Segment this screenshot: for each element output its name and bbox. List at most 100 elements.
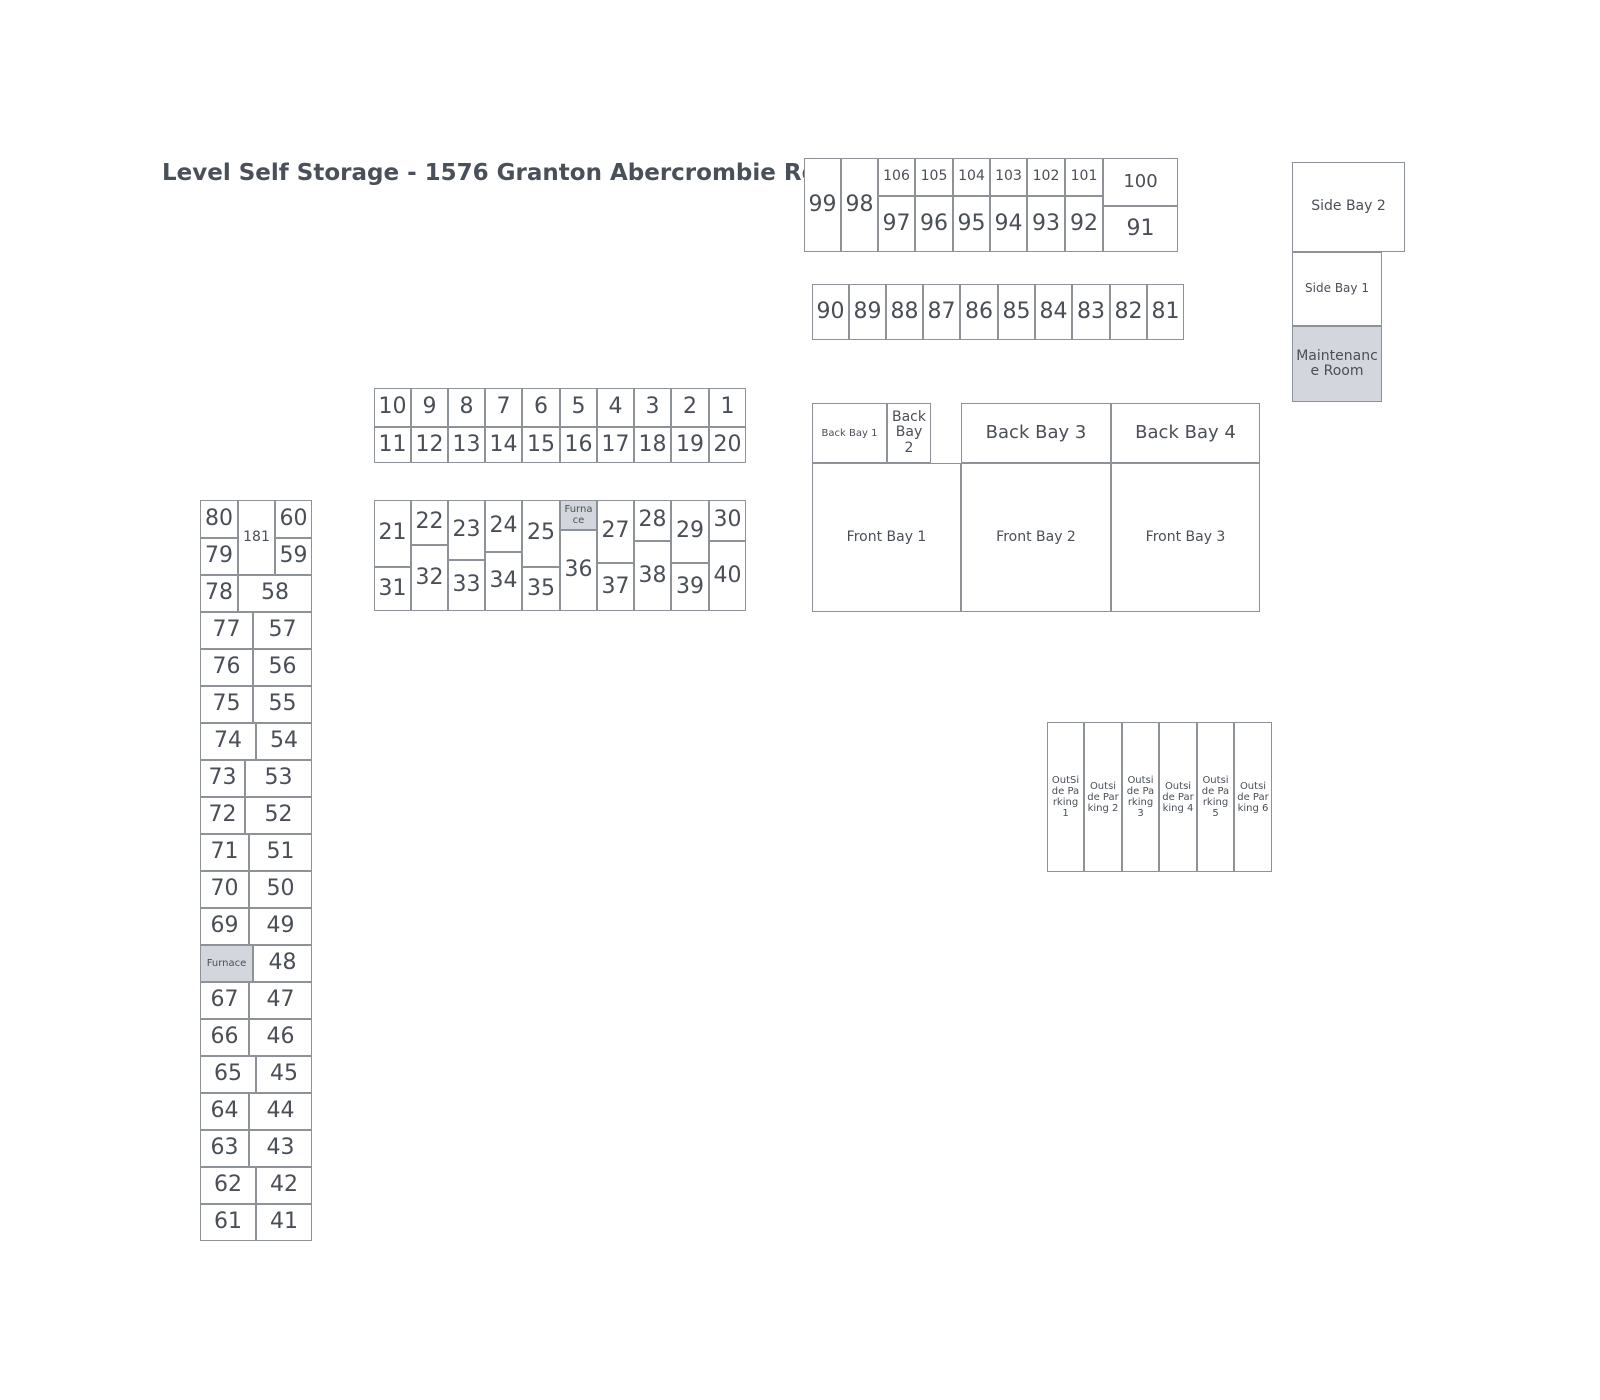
unit-side-bay-2[interactable]: Side Bay 2: [1292, 162, 1405, 252]
unit-outside-parking-5[interactable]: Outside Parking 5: [1197, 722, 1234, 872]
unit-u34[interactable]: 34: [485, 552, 522, 611]
unit-outside-parking-1[interactable]: OutSide Parking 1: [1047, 722, 1084, 872]
unit-u57[interactable]: 57: [253, 612, 312, 649]
unit-u65[interactable]: 65: [200, 1056, 256, 1093]
unit-u58[interactable]: 58: [238, 575, 312, 612]
unit-outside-parking-2[interactable]: Outside Parking 2: [1084, 722, 1122, 872]
unit-u46[interactable]: 46: [249, 1019, 312, 1056]
unit-u45[interactable]: 45: [256, 1056, 312, 1093]
unit-u37[interactable]: 37: [597, 563, 634, 611]
unit-u70[interactable]: 70: [200, 871, 249, 908]
unit-u69[interactable]: 69: [200, 908, 249, 945]
unit-maintenance-room[interactable]: Maintenance Room: [1292, 326, 1382, 402]
unit-u84[interactable]: 84: [1035, 284, 1072, 340]
unit-back-bay-4[interactable]: Back Bay 4: [1111, 403, 1260, 463]
unit-u93[interactable]: 93: [1027, 196, 1065, 252]
unit-u19[interactable]: 19: [671, 427, 709, 463]
unit-u72[interactable]: 72: [200, 797, 245, 834]
unit-u1[interactable]: 1: [709, 388, 746, 427]
unit-u14[interactable]: 14: [485, 427, 522, 463]
unit-u80[interactable]: 80: [200, 500, 238, 538]
unit-u32[interactable]: 32: [411, 545, 448, 611]
unit-u6[interactable]: 6: [522, 388, 560, 427]
unit-u60[interactable]: 60: [275, 500, 312, 538]
unit-u16[interactable]: 16: [560, 427, 597, 463]
unit-outside-parking-6[interactable]: Outside Parking 6: [1234, 722, 1272, 872]
unit-u48[interactable]: 48: [253, 945, 312, 982]
unit-u21[interactable]: 21: [374, 500, 411, 567]
unit-u92[interactable]: 92: [1065, 196, 1103, 252]
unit-u29[interactable]: 29: [671, 500, 709, 563]
unit-u2[interactable]: 2: [671, 388, 709, 427]
unit-furnace-a[interactable]: Furnace: [560, 500, 597, 530]
unit-u9[interactable]: 9: [411, 388, 448, 427]
unit-u54[interactable]: 54: [256, 723, 312, 760]
unit-front-bay-2[interactable]: Front Bay 2: [961, 463, 1111, 612]
unit-u20[interactable]: 20: [709, 427, 746, 463]
unit-u73[interactable]: 73: [200, 760, 245, 797]
unit-u81[interactable]: 81: [1147, 284, 1184, 340]
unit-u74[interactable]: 74: [200, 723, 256, 760]
unit-u89[interactable]: 89: [849, 284, 886, 340]
unit-u99[interactable]: 99: [804, 158, 841, 252]
unit-u27[interactable]: 27: [597, 500, 634, 563]
unit-u181[interactable]: 181: [238, 500, 275, 575]
unit-u38[interactable]: 38: [634, 541, 671, 611]
unit-u18[interactable]: 18: [634, 427, 671, 463]
unit-outside-parking-4[interactable]: Outside Parking 4: [1159, 722, 1197, 872]
unit-u64[interactable]: 64: [200, 1093, 249, 1130]
unit-u25[interactable]: 25: [522, 500, 560, 567]
unit-u13[interactable]: 13: [448, 427, 485, 463]
unit-u83[interactable]: 83: [1072, 284, 1110, 340]
unit-u61[interactable]: 61: [200, 1204, 256, 1241]
unit-u105[interactable]: 105: [915, 158, 953, 196]
unit-u55[interactable]: 55: [253, 686, 312, 723]
unit-back-bay-3[interactable]: Back Bay 3: [961, 403, 1111, 463]
unit-u62[interactable]: 62: [200, 1167, 256, 1204]
unit-u4[interactable]: 4: [597, 388, 634, 427]
unit-u71[interactable]: 71: [200, 834, 249, 871]
unit-u10[interactable]: 10: [374, 388, 411, 427]
unit-u88[interactable]: 88: [886, 284, 923, 340]
unit-u87[interactable]: 87: [923, 284, 960, 340]
unit-u39[interactable]: 39: [671, 563, 709, 611]
unit-u49[interactable]: 49: [249, 908, 312, 945]
unit-furnace-b[interactable]: Furnace: [200, 945, 253, 982]
unit-u42[interactable]: 42: [256, 1167, 312, 1204]
unit-u22[interactable]: 22: [411, 500, 448, 545]
unit-u90[interactable]: 90: [812, 284, 849, 340]
unit-u106[interactable]: 106: [878, 158, 915, 196]
unit-u40[interactable]: 40: [709, 541, 746, 611]
unit-u75[interactable]: 75: [200, 686, 253, 723]
unit-u8[interactable]: 8: [448, 388, 485, 427]
unit-u82[interactable]: 82: [1110, 284, 1147, 340]
unit-u97[interactable]: 97: [878, 196, 915, 252]
unit-u52[interactable]: 52: [245, 797, 312, 834]
unit-u51[interactable]: 51: [249, 834, 312, 871]
unit-back-bay-2[interactable]: Back Bay 2: [887, 403, 931, 463]
unit-u35[interactable]: 35: [522, 567, 560, 611]
unit-u104[interactable]: 104: [953, 158, 990, 196]
unit-back-bay-1[interactable]: Back Bay 1: [812, 403, 887, 463]
unit-u11[interactable]: 11: [374, 427, 411, 463]
unit-u94[interactable]: 94: [990, 196, 1027, 252]
unit-u43[interactable]: 43: [249, 1130, 312, 1167]
unit-u31[interactable]: 31: [374, 567, 411, 611]
unit-u44[interactable]: 44: [249, 1093, 312, 1130]
unit-u98[interactable]: 98: [841, 158, 878, 252]
unit-u30[interactable]: 30: [709, 500, 746, 541]
unit-u12[interactable]: 12: [411, 427, 448, 463]
unit-u24[interactable]: 24: [485, 500, 522, 552]
unit-u56[interactable]: 56: [253, 649, 312, 686]
unit-u50[interactable]: 50: [249, 871, 312, 908]
unit-u17[interactable]: 17: [597, 427, 634, 463]
unit-u67[interactable]: 67: [200, 982, 249, 1019]
unit-u78[interactable]: 78: [200, 575, 238, 612]
unit-u79[interactable]: 79: [200, 538, 238, 575]
unit-u36[interactable]: 36: [560, 530, 597, 611]
unit-u103[interactable]: 103: [990, 158, 1027, 196]
unit-u63[interactable]: 63: [200, 1130, 249, 1167]
unit-u66[interactable]: 66: [200, 1019, 249, 1056]
unit-u76[interactable]: 76: [200, 649, 253, 686]
unit-u77[interactable]: 77: [200, 612, 253, 649]
